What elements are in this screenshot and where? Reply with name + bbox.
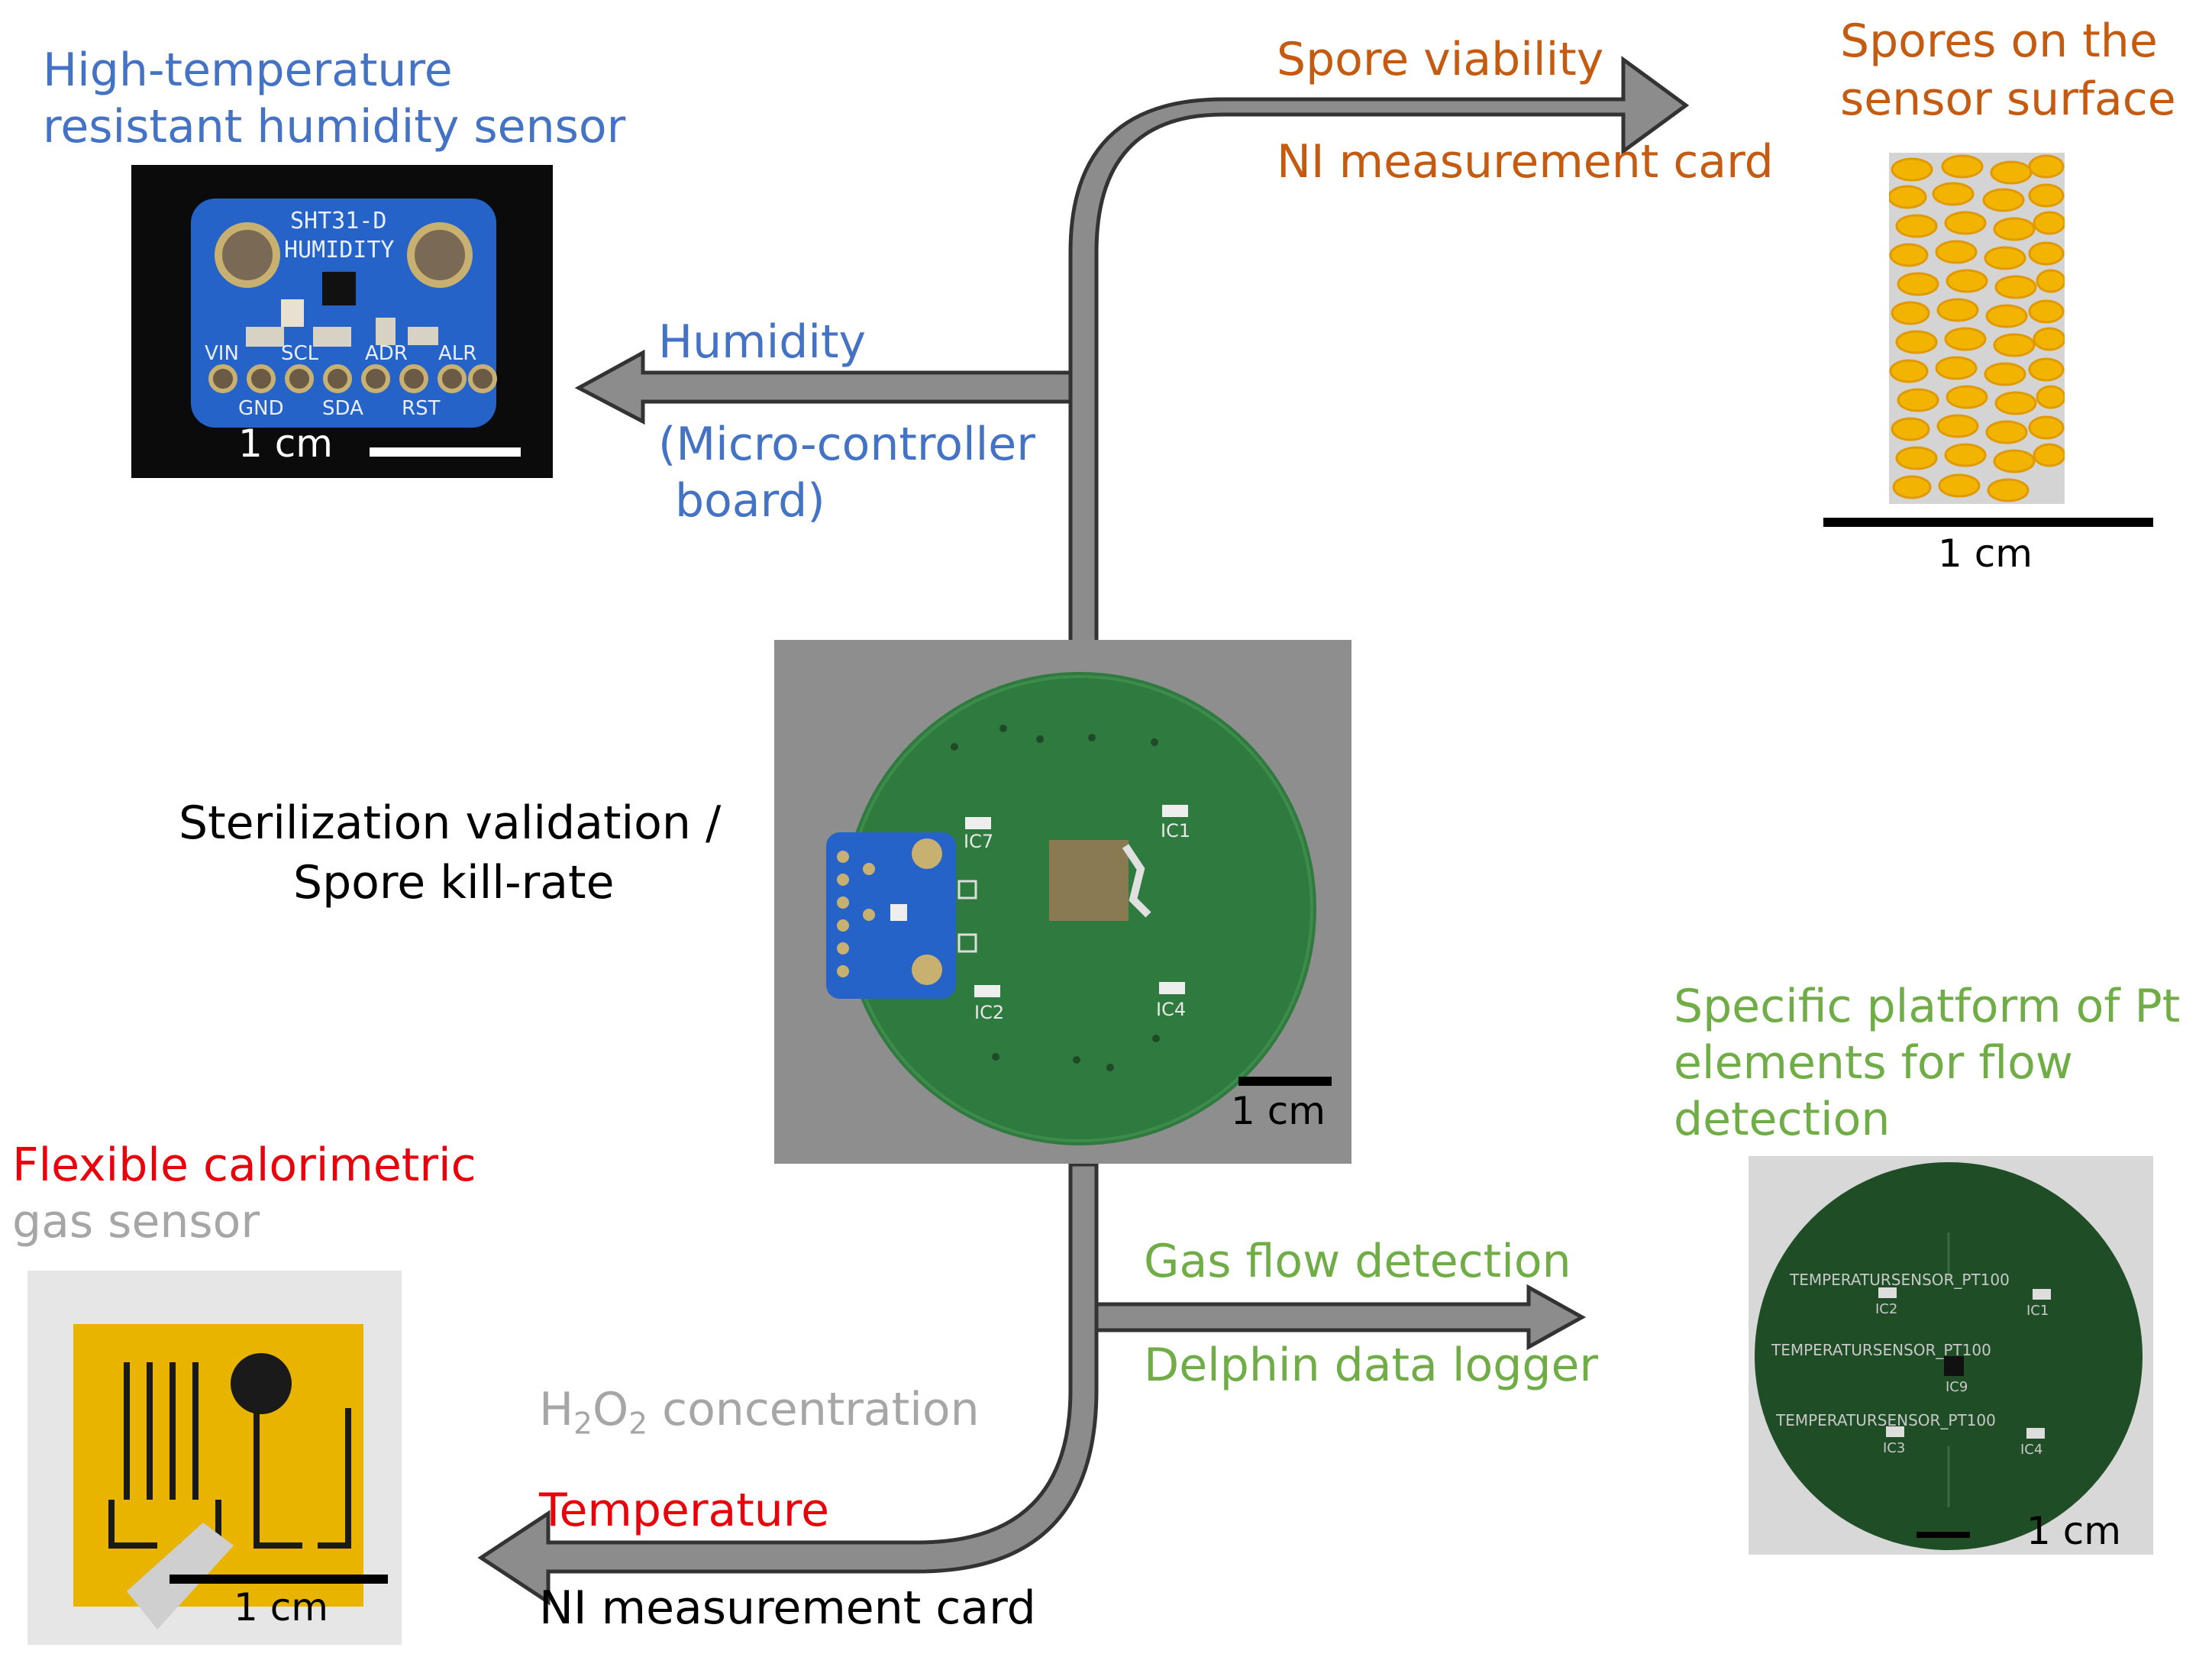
flow-ic3: IC3: [1883, 1440, 1906, 1456]
center-scale-label: 1 cm: [1231, 1089, 1326, 1133]
label-micro-line1: (Micro-controller: [658, 418, 1035, 471]
board-subtitle: HUMIDITY: [284, 237, 395, 263]
center-ic1: IC1: [1161, 820, 1191, 841]
label-delphin: Delphin data logger: [1144, 1339, 1599, 1392]
label-spore-viability: Spore viability: [1277, 33, 1604, 86]
gas-sensor-title-line2: gas sensor: [12, 1195, 260, 1248]
flow-ic1: IC1: [2026, 1303, 2049, 1319]
center-label-line2: Spore kill-rate: [293, 856, 615, 909]
arrow-gas-flow: [1094, 1284, 1587, 1351]
spores-scale-bar: [1823, 518, 2153, 527]
label-humidity: Humidity: [658, 315, 867, 369]
humidity-sensor-photo: SHT31-D HUMIDITY VIN SCL ADR ALR GND SDA…: [131, 165, 553, 478]
flow-platform-photo: TEMPERATURSENSOR_PT100 TEMPERATURSENSOR_…: [1749, 1156, 2153, 1555]
gas-scale-label: 1 cm: [234, 1585, 328, 1630]
flow-sensor-label-2: TEMPERATURSENSOR_PT100: [1771, 1341, 1991, 1359]
label-gas-flow: Gas flow detection: [1144, 1235, 1571, 1288]
center-label-line1: Sterilization validation /: [179, 796, 722, 850]
humidity-sensor-title-line1: High-temperature: [43, 44, 453, 97]
spores-title-line2: sensor surface: [1840, 73, 2176, 126]
pin-rst: RST: [402, 397, 441, 420]
center-ic7: IC7: [964, 831, 994, 852]
label-micro-line2: board): [675, 474, 825, 528]
spores-scale-label: 1 cm: [1938, 531, 2033, 576]
pin-adr: ADR: [365, 342, 408, 365]
arrow-humidity: [574, 349, 1073, 425]
pin-vin: VIN: [205, 342, 239, 365]
label-ni-card-bottom: NI measurement card: [539, 1581, 1036, 1635]
pin-alr: ALR: [438, 342, 477, 365]
spores-image: [1889, 153, 2065, 504]
flow-ic2: IC2: [1875, 1301, 1898, 1317]
center-ic4: IC4: [1156, 999, 1187, 1020]
board-title: SHT31-D: [290, 208, 387, 234]
flow-sensor-label-1: TEMPERATURSENSOR_PT100: [1790, 1271, 2010, 1289]
center-ic2: IC2: [974, 1002, 1005, 1023]
label-temperature: Temperature: [539, 1484, 830, 1537]
flow-ic9: IC9: [1946, 1379, 1968, 1395]
gas-sensor-photo: 1 cm: [27, 1271, 402, 1645]
pin-scl: SCL: [281, 342, 319, 365]
label-h2o2-concentration: H2O2 concentration: [539, 1383, 980, 1442]
flow-title-line2: elements for flow: [1674, 1036, 2073, 1090]
pin-gnd: GND: [238, 397, 284, 420]
flow-title-line3: detection: [1674, 1093, 1891, 1146]
flow-title-line1: Specific platform of Pt: [1674, 980, 2181, 1033]
flow-scale-label: 1 cm: [2026, 1509, 2121, 1553]
gas-sensor-title-line1: Flexible calorimetric: [12, 1139, 476, 1192]
spores-title-line1: Spores on the: [1840, 15, 2158, 68]
humidity-scale-label: 1 cm: [238, 422, 333, 466]
humidity-sensor-title-line2: resistant humidity sensor: [43, 100, 626, 153]
flow-ic4: IC4: [2020, 1442, 2043, 1458]
pin-sda: SDA: [322, 397, 363, 420]
arrow-temperature: [477, 1162, 1099, 1606]
center-board-photo: IC7 IC1 IC2 IC4 1 cm: [774, 640, 1351, 1164]
arrow-spore-viability: [1068, 56, 1690, 648]
flow-sensor-label-3: TEMPERATURSENSOR_PT100: [1776, 1411, 1996, 1429]
label-ni-card-top: NI measurement card: [1277, 135, 1774, 189]
